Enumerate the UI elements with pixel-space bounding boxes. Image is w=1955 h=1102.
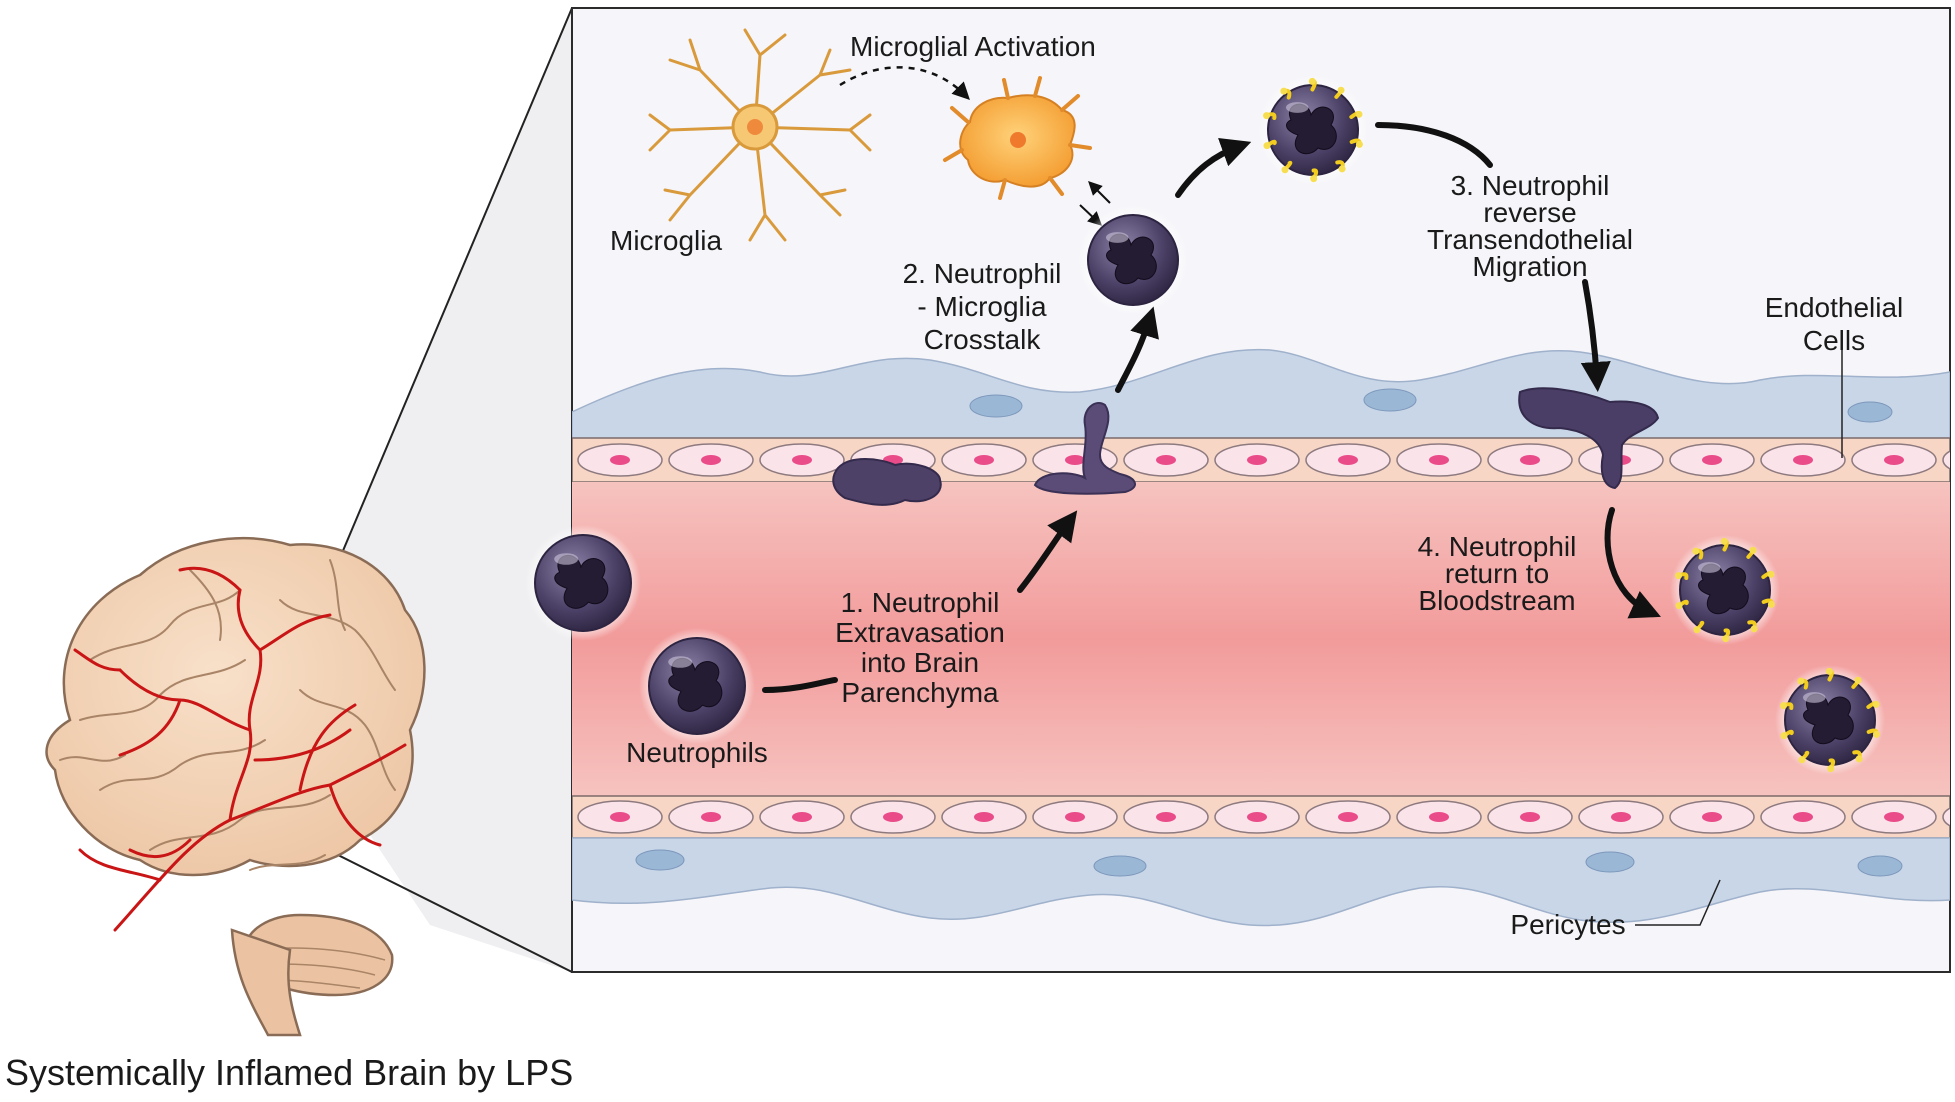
crosstalk-arrow-down bbox=[1079, 204, 1103, 226]
arrow-step1-baseline bbox=[762, 677, 838, 693]
label-endothelial-line1: Endothelial bbox=[1765, 292, 1904, 323]
process-arrows bbox=[762, 122, 1661, 693]
endothelial-cell bbox=[1214, 800, 1300, 834]
activated-neutrophil bbox=[1670, 535, 1780, 645]
zoom-panel bbox=[571, 7, 1951, 973]
endothelial-cell bbox=[1942, 807, 1950, 827]
label-step2-line1: 2. Neutrophil bbox=[903, 258, 1062, 289]
arrow-step3 bbox=[1375, 122, 1493, 168]
endothelial-cell bbox=[1851, 443, 1937, 477]
neutrophil bbox=[1078, 205, 1188, 315]
label-step1-line2: Extravasation bbox=[835, 617, 1005, 648]
endothelial-cell bbox=[1851, 800, 1937, 834]
caption: Systemically Inflamed Brain by LPS bbox=[5, 1052, 573, 1093]
endothelial-cell bbox=[668, 443, 754, 477]
endothelial-cell bbox=[1396, 443, 1482, 477]
activated-microglia bbox=[943, 76, 1092, 200]
endothelial-cell bbox=[1669, 443, 1755, 477]
endothelial-cell bbox=[1760, 800, 1846, 834]
resting-microglia bbox=[648, 28, 872, 242]
activated-neutrophil bbox=[1258, 75, 1368, 185]
neutrophil bbox=[525, 525, 641, 641]
labels: Microglial Activation Microglia 2. Neutr… bbox=[5, 31, 1903, 1093]
endothelial-cell bbox=[1305, 800, 1391, 834]
endothelial-cell bbox=[668, 800, 754, 834]
endothelial-cell bbox=[850, 800, 936, 834]
endothelial-cell bbox=[1487, 800, 1573, 834]
label-step3-line3: Transendothelial bbox=[1427, 224, 1633, 255]
transmigrating-neutrophil bbox=[832, 387, 1660, 506]
endothelial-cell bbox=[577, 443, 663, 477]
endothelial-cell bbox=[759, 443, 845, 477]
endothelial-cell bbox=[1942, 450, 1950, 470]
label-microglia: Microglia bbox=[610, 225, 722, 256]
activation-arrow bbox=[839, 66, 970, 100]
label-step2-line3: Crosstalk bbox=[924, 324, 1042, 355]
neutrophil bbox=[639, 628, 755, 744]
endothelial-cell bbox=[1669, 800, 1755, 834]
label-step1-line3: into Brain bbox=[861, 647, 979, 678]
endothelial-cell bbox=[1123, 443, 1209, 477]
label-endothelial-line2: Cells bbox=[1803, 325, 1865, 356]
endothelial-row-bottom bbox=[577, 800, 1950, 834]
endothelial-cell bbox=[1032, 800, 1118, 834]
endothelial-row-top bbox=[577, 443, 1950, 477]
endothelial-cell bbox=[1396, 800, 1482, 834]
label-microglial-activation: Microglial Activation bbox=[850, 31, 1096, 62]
endothelial-cell bbox=[1123, 800, 1209, 834]
endothelial-cell bbox=[759, 800, 845, 834]
label-step3-line2: reverse bbox=[1483, 197, 1576, 228]
endothelial-cell bbox=[1760, 443, 1846, 477]
brain-illustration bbox=[45, 537, 426, 1037]
arrow-step2-up bbox=[1115, 306, 1159, 393]
endothelial-cell bbox=[941, 443, 1027, 477]
pericytes-leader bbox=[1635, 879, 1721, 926]
endothelial-cell bbox=[1487, 443, 1573, 477]
label-step1-line4: Parenchyma bbox=[841, 677, 999, 708]
arrow-step4 bbox=[1604, 507, 1661, 619]
label-neutrophils: Neutrophils bbox=[626, 737, 768, 768]
label-step4-line1: 4. Neutrophil bbox=[1418, 531, 1577, 562]
arrow-step3-down bbox=[1580, 279, 1611, 392]
label-step4-line2: return to bbox=[1445, 558, 1549, 589]
label-step4-line3: Bloodstream bbox=[1418, 585, 1575, 616]
crosstalk-arrow-up bbox=[1088, 181, 1111, 204]
endothelial-cell bbox=[1305, 443, 1391, 477]
arrow-step2-to-neutrophil bbox=[1175, 137, 1252, 198]
endothelial-cell bbox=[941, 800, 1027, 834]
label-step3-line4: Migration bbox=[1472, 251, 1587, 282]
neutrophils-layer bbox=[525, 75, 1885, 775]
endothelial-cell bbox=[577, 800, 663, 834]
activated-neutrophil bbox=[1775, 665, 1885, 775]
label-pericytes: Pericytes bbox=[1510, 909, 1625, 940]
endothelial-cell bbox=[1214, 443, 1300, 477]
label-step1-line1: 1. Neutrophil bbox=[841, 587, 1000, 618]
arrow-step1 bbox=[1017, 510, 1078, 593]
label-step2-line2: - Microglia bbox=[917, 291, 1047, 322]
endothelial-cell bbox=[1578, 800, 1664, 834]
label-step3-line1: 3. Neutrophil bbox=[1451, 170, 1610, 201]
